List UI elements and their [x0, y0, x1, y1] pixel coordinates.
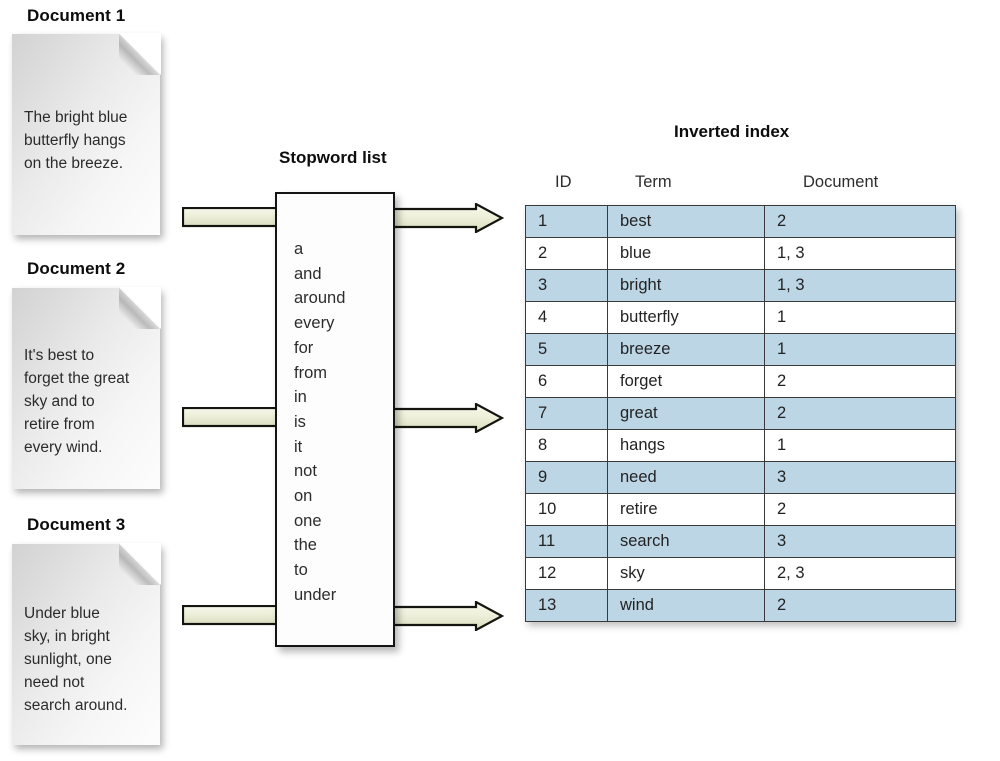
stopword-item: in: [294, 388, 307, 407]
stopword-list-box: a and around every for from in is it not on one the t…: [275, 192, 395, 647]
stopword-list-items: a and around every for from in is it not on one the t…: [294, 237, 345, 608]
stopword-item: not: [294, 462, 317, 481]
document-2-text: It's best to forget the great sky and to…: [24, 347, 130, 456]
cell-id: 9: [525, 461, 608, 494]
stopword-to-index-arrow-3: [386, 601, 504, 631]
stopword-item: one: [294, 511, 322, 530]
page-fold-icon: [120, 288, 160, 328]
inverted-index-title: Inverted index: [674, 122, 790, 141]
cell-document: 1: [764, 301, 956, 334]
stopword-item: from: [294, 363, 327, 382]
cell-id: 11: [525, 525, 608, 558]
cell-term: sky: [607, 557, 765, 590]
cell-document: 2: [764, 397, 956, 430]
page-fold-icon: [120, 544, 160, 584]
document-1-title: Document 1: [27, 6, 126, 25]
cell-id: 8: [525, 429, 608, 462]
document-1-text: The bright blue butterfly hangs on the b…: [24, 109, 128, 172]
cell-term: bright: [607, 269, 765, 302]
cell-document: 1, 3: [764, 269, 956, 302]
stopword-item: to: [294, 561, 308, 580]
document-1-card: The bright blue butterfly hangs on the b…: [12, 33, 161, 235]
stopword-item: on: [294, 487, 313, 506]
cell-term: great: [607, 397, 765, 430]
cell-term: breeze: [607, 333, 765, 366]
column-header-document: Document: [803, 173, 879, 191]
stopword-item: it: [294, 437, 303, 456]
cell-id: 3: [525, 269, 608, 302]
cell-document: 1: [764, 429, 956, 462]
cell-id: 6: [525, 365, 608, 398]
stopword-item: around: [294, 289, 346, 308]
cell-term: need: [607, 461, 765, 494]
document-3-card: Under blue sky, in bright sunlight, one …: [12, 543, 161, 745]
document-3-text: Under blue sky, in bright sunlight, one …: [24, 605, 128, 714]
inverted-index-column-headers: ID Term Document: [525, 173, 955, 199]
cell-document: 3: [764, 525, 956, 558]
cell-document: 1: [764, 333, 956, 366]
document-1-to-stopword-arrow: [182, 207, 282, 229]
cell-term: retire: [607, 493, 765, 526]
cell-id: 2: [525, 237, 608, 270]
cell-term: butterfly: [607, 301, 765, 334]
stopword-item: every: [294, 314, 335, 333]
stopword-item: is: [294, 412, 306, 431]
column-header-term: Term: [635, 173, 672, 191]
cell-id: 5: [525, 333, 608, 366]
cell-term: blue: [607, 237, 765, 270]
stopword-item: the: [294, 536, 317, 555]
cell-document: 2: [764, 493, 956, 526]
document-2-title: Document 2: [27, 259, 126, 278]
document-3-title: Document 3: [27, 515, 126, 534]
stopword-item: and: [294, 264, 322, 283]
cell-document: 2, 3: [764, 557, 956, 590]
cell-id: 1: [525, 205, 608, 238]
cell-document: 2: [764, 205, 956, 238]
cell-id: 10: [525, 493, 608, 526]
stopword-to-index-arrow-1: [386, 203, 504, 233]
cell-term: best: [607, 205, 765, 238]
page-fold-icon: [120, 34, 160, 74]
cell-document: 1, 3: [764, 237, 956, 270]
cell-id: 7: [525, 397, 608, 430]
cell-document: 3: [764, 461, 956, 494]
cell-id: 4: [525, 301, 608, 334]
document-2-card: It's best to forget the great sky and to…: [12, 287, 161, 489]
column-header-id: ID: [555, 173, 572, 191]
stopword-list-title: Stopword list: [279, 148, 387, 167]
cell-id: 13: [525, 589, 608, 622]
cell-term: search: [607, 525, 765, 558]
stopword-item: under: [294, 585, 337, 604]
cell-id: 12: [525, 557, 608, 590]
stopword-item: for: [294, 338, 314, 357]
cell-term: wind: [607, 589, 765, 622]
cell-document: 2: [764, 589, 956, 622]
cell-term: hangs: [607, 429, 765, 462]
cell-document: 2: [764, 365, 956, 398]
cell-term: forget: [607, 365, 765, 398]
stopword-item: a: [294, 240, 304, 258]
document-2-to-stopword-arrow: [182, 407, 282, 429]
stopword-to-index-arrow-2: [386, 403, 504, 433]
document-3-to-stopword-arrow: [182, 605, 282, 627]
